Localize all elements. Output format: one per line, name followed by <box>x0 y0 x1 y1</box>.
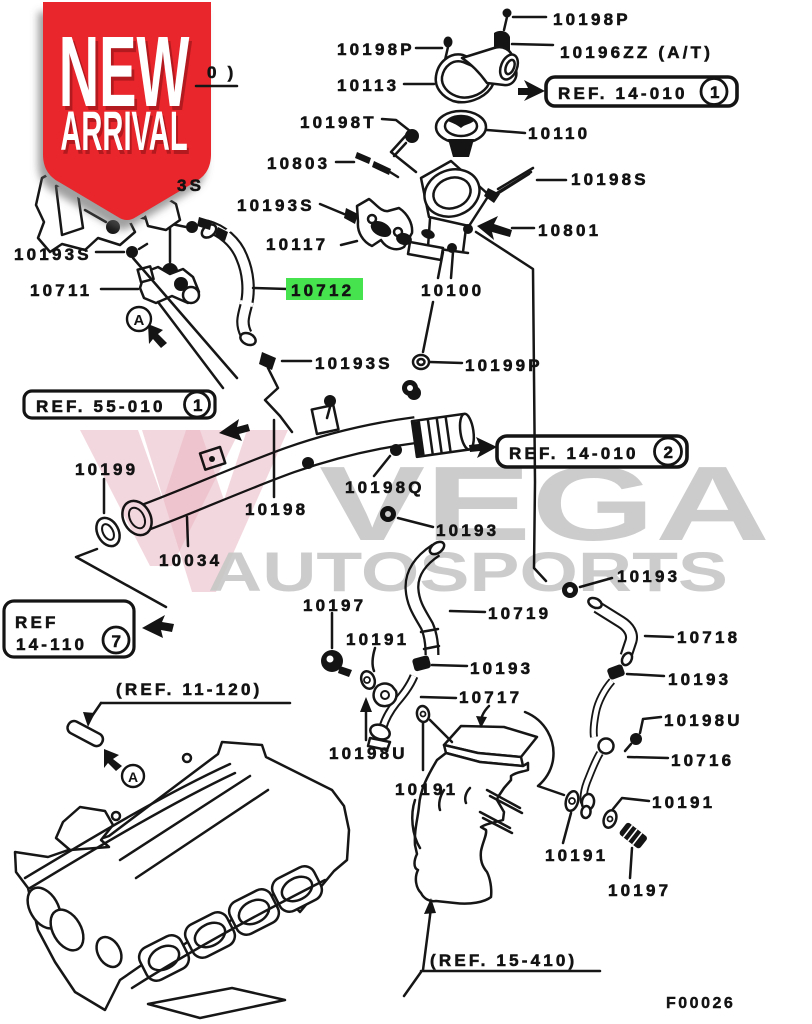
svg-text:A: A <box>128 769 138 785</box>
svg-text:10198S: 10198S <box>571 170 649 189</box>
svg-text:10193: 10193 <box>436 521 499 540</box>
svg-text:10197: 10197 <box>608 881 671 900</box>
svg-text:10712: 10712 <box>291 281 354 300</box>
svg-text:10716: 10716 <box>671 751 734 770</box>
svg-text:10117: 10117 <box>266 235 328 254</box>
svg-text:10100: 10100 <box>421 281 484 300</box>
svg-text:10199P: 10199P <box>465 356 543 375</box>
svg-text:VEGA: VEGA <box>319 445 770 563</box>
svg-text:10711: 10711 <box>30 281 92 300</box>
svg-text:10719: 10719 <box>488 604 551 623</box>
svg-text:NEW: NEW <box>61 21 192 132</box>
svg-text:NEW: NEW <box>59 17 190 128</box>
svg-text:10801: 10801 <box>538 221 601 240</box>
svg-text:10198P: 10198P <box>553 10 631 29</box>
svg-text:10193: 10193 <box>668 670 731 689</box>
svg-text:10199: 10199 <box>75 460 138 479</box>
svg-text:10193S: 10193S <box>315 354 393 373</box>
svg-text:3S: 3S <box>177 176 204 195</box>
svg-text:10196ZZ (A/T): 10196ZZ (A/T) <box>560 43 713 62</box>
svg-text:REF. 14-010: REF. 14-010 <box>558 84 688 103</box>
svg-text:REF: REF <box>15 613 59 632</box>
svg-text:10198Q: 10198Q <box>345 478 425 497</box>
svg-text:10034: 10034 <box>159 551 222 570</box>
svg-text:(REF. 15-410): (REF. 15-410) <box>430 951 577 970</box>
svg-text:10803: 10803 <box>267 154 330 173</box>
svg-text:REF. 14-010: REF. 14-010 <box>509 444 639 463</box>
svg-text:14-110: 14-110 <box>16 635 87 654</box>
svg-text:10191: 10191 <box>395 780 458 799</box>
svg-text:10191: 10191 <box>652 793 715 812</box>
svg-text:10198U: 10198U <box>664 711 743 730</box>
svg-text:10193: 10193 <box>617 567 680 586</box>
svg-text:10110: 10110 <box>528 124 590 143</box>
svg-text:(REF. 11-120): (REF. 11-120) <box>116 680 262 699</box>
svg-text:ARRIVAL: ARRIVAL <box>60 101 187 162</box>
svg-text:10113: 10113 <box>337 76 399 95</box>
svg-text:2: 2 <box>664 443 677 462</box>
svg-text:10198P: 10198P <box>337 40 415 59</box>
svg-text:F00026: F00026 <box>666 995 735 1012</box>
svg-text:AUTOSPORTS: AUTOSPORTS <box>208 540 728 603</box>
svg-text:10193S: 10193S <box>237 196 315 215</box>
svg-text:0 ): 0 ) <box>207 63 236 82</box>
svg-text:10718: 10718 <box>677 628 740 647</box>
svg-text:10198: 10198 <box>245 500 308 519</box>
svg-text:10191: 10191 <box>545 846 608 865</box>
svg-text:10197: 10197 <box>303 596 366 615</box>
svg-text:10193: 10193 <box>470 659 533 678</box>
svg-text:10198U: 10198U <box>329 744 408 763</box>
svg-text:10717: 10717 <box>459 688 522 707</box>
svg-text:REF. 55-010: REF. 55-010 <box>36 397 166 416</box>
svg-text:1: 1 <box>710 83 723 102</box>
svg-text:10198T: 10198T <box>300 113 377 132</box>
svg-text:10193S: 10193S <box>14 245 92 264</box>
svg-text:A: A <box>134 312 145 329</box>
svg-text:ARRIVAL: ARRIVAL <box>62 105 189 166</box>
svg-text:7: 7 <box>112 632 125 651</box>
svg-text:10191: 10191 <box>346 630 409 649</box>
svg-text:1: 1 <box>193 396 206 415</box>
